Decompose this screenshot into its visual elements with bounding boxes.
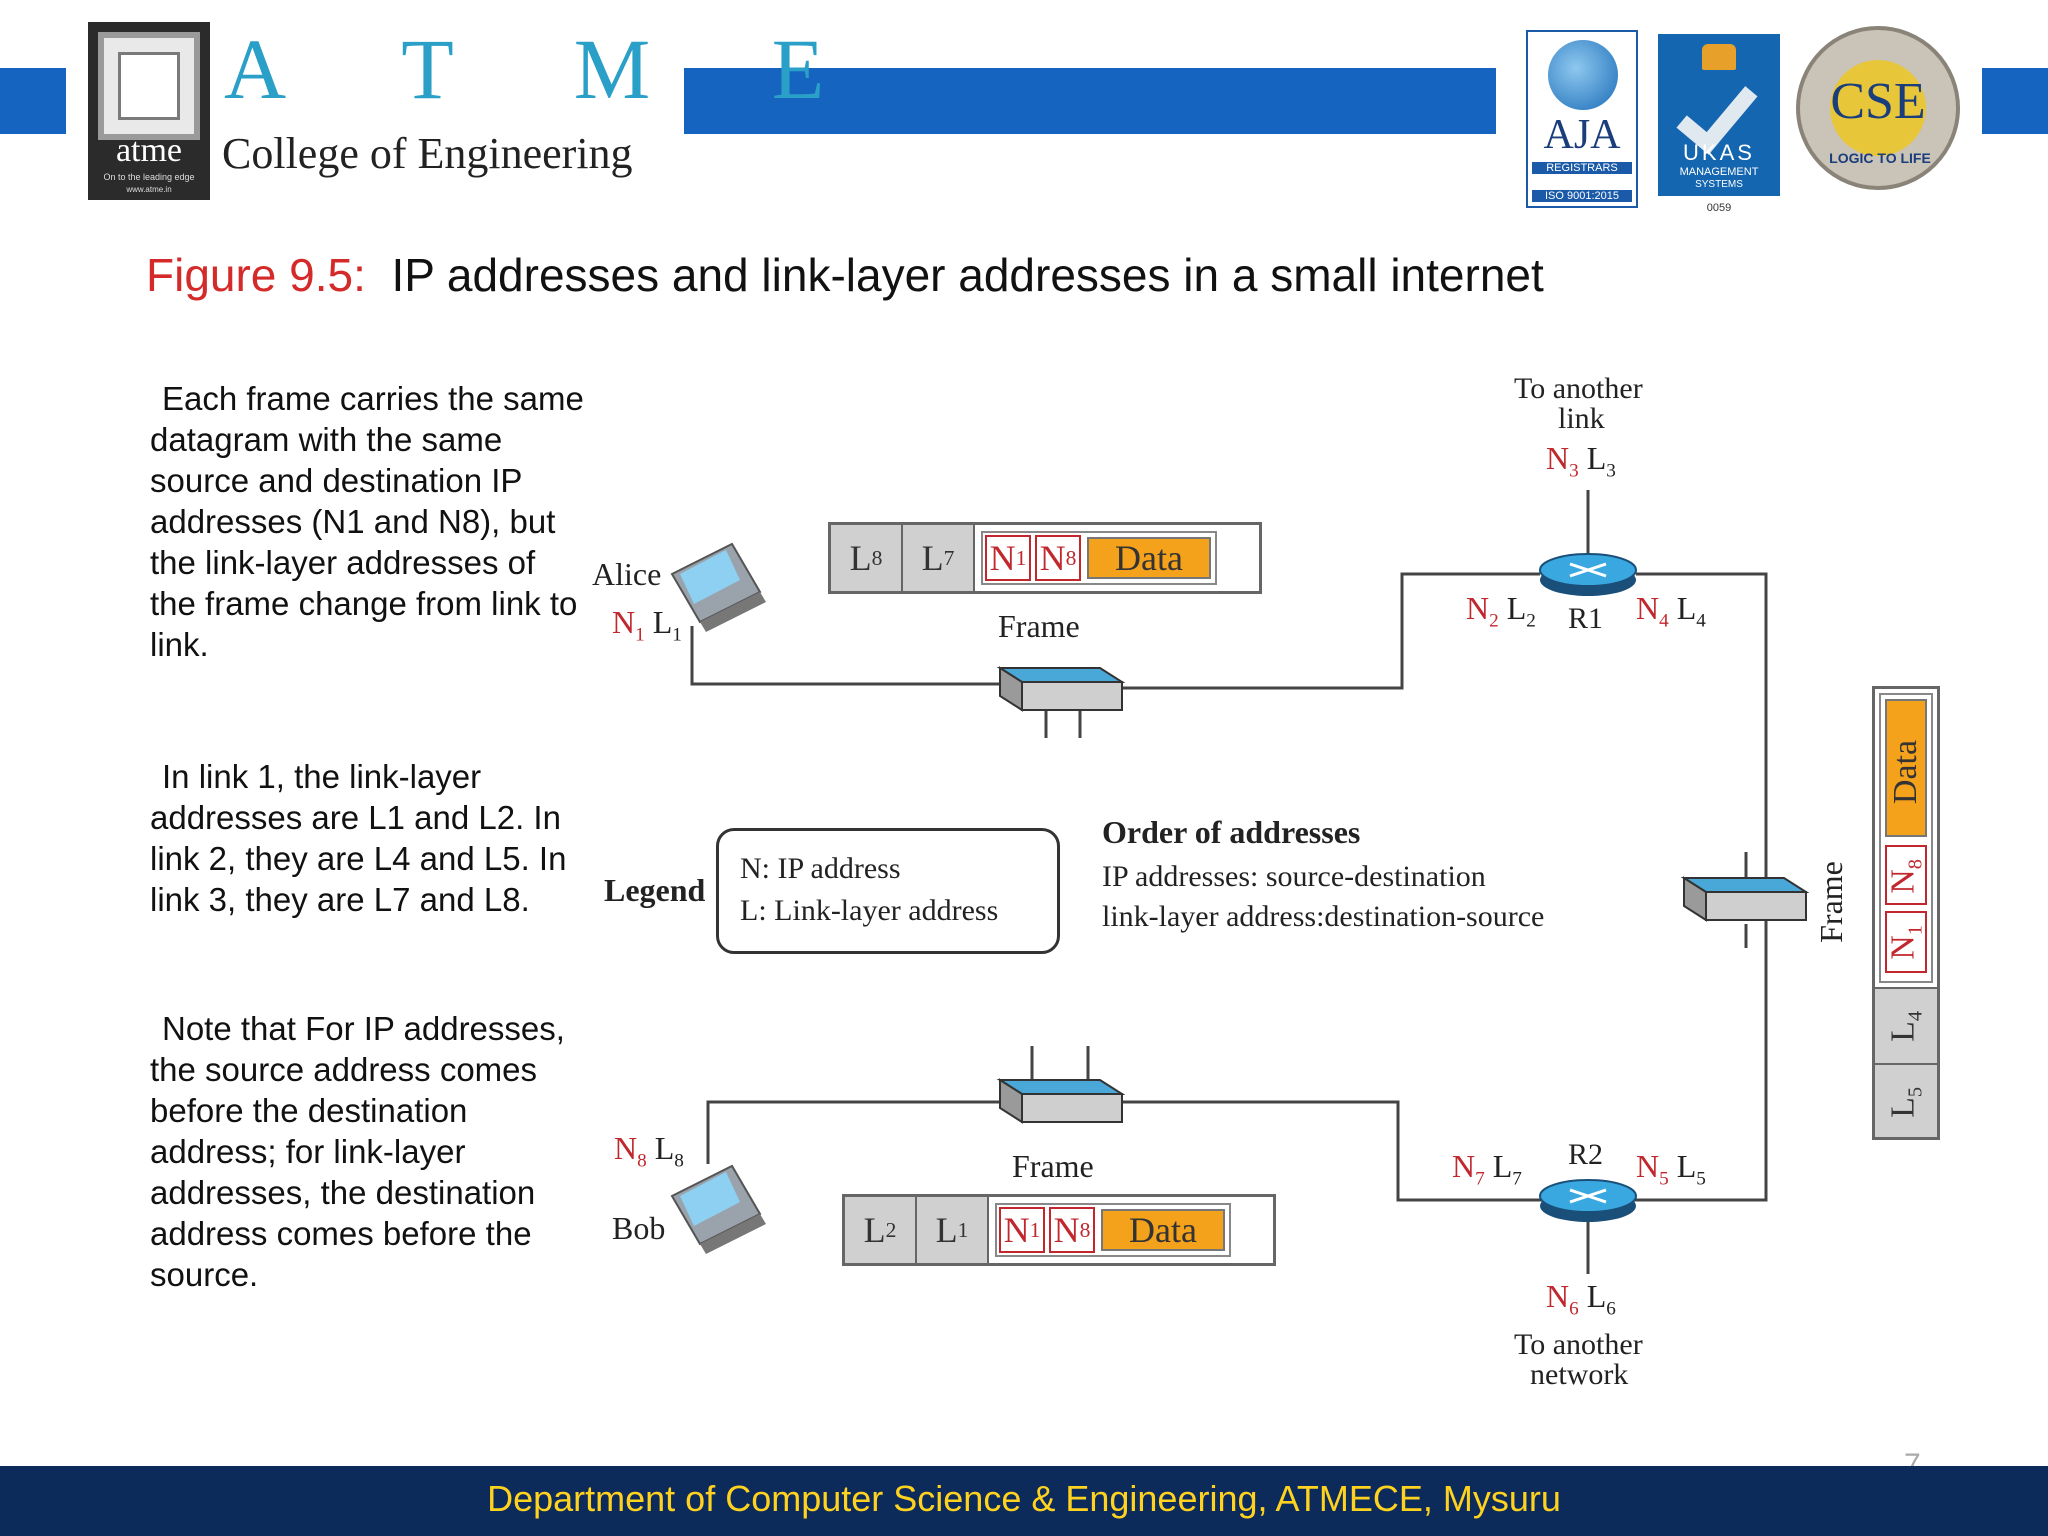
r1-right-address: N4 L4 — [1636, 590, 1706, 632]
switch-1 — [996, 666, 1126, 712]
frame2-src-ip-label: N1 — [1884, 925, 1927, 960]
ukas-logo: UKAS MANAGEMENT SYSTEMS — [1658, 34, 1780, 196]
frame3-data: Data — [1101, 1209, 1225, 1251]
legend-link: L: Link-layer address — [740, 894, 999, 927]
frame2-src-link-addr — [1875, 1063, 1937, 1137]
paragraph-frames: Each frame carries the same datagram wit… — [150, 380, 584, 663]
network-wires — [670, 490, 1810, 1274]
figure-caption: IP addresses and link-layer addresses in… — [391, 249, 1544, 301]
bob-address: N8 L8 — [614, 1130, 684, 1172]
footer-bar — [0, 1466, 2048, 1536]
paragraph-links: In link 1, the link-layer addresses are … — [150, 758, 567, 918]
legend-box — [716, 828, 1060, 954]
link1-wire — [690, 626, 1000, 686]
college-name: College of Engineering — [222, 129, 633, 178]
switch3-to-bob-wire — [706, 1100, 1000, 1164]
aja-line2: ISO 9001:2015 — [1532, 190, 1632, 202]
to-another-network-line2: network — [1530, 1358, 1629, 1391]
aja-name: AJA — [1543, 112, 1621, 158]
to-another-link-line2: link — [1558, 402, 1605, 435]
r2-left-address: N7 L7 — [1452, 1148, 1522, 1190]
frame2-datagram: Data N8 N1 — [1879, 693, 1933, 983]
figure-number: Figure 9.5: — [146, 249, 366, 301]
r2-to-switch3-wire — [1120, 1100, 1546, 1202]
aja-line1: REGISTRARS — [1532, 162, 1632, 174]
r1-label: R1 — [1568, 602, 1604, 635]
r2-label: R2 — [1568, 1138, 1604, 1171]
atme-logo-tagline: On to the leading edge — [103, 172, 195, 182]
alice-label: Alice — [592, 556, 662, 592]
to-another-network-line1: To another — [1514, 1328, 1643, 1361]
frame2-dest-link-addr — [1875, 987, 1937, 1063]
frame2-src-link-label: L5 — [1884, 1086, 1927, 1118]
frame2-dst-ip — [1885, 845, 1927, 905]
frame2-label: Frame — [1812, 861, 1849, 943]
alice-address: N1 L1 — [612, 604, 682, 646]
cse-name: CSE — [1830, 73, 1926, 130]
globe-icon — [1548, 40, 1618, 110]
legend-title: Legend — [604, 872, 706, 908]
brand-letters: A T M E — [224, 21, 875, 117]
frame2-data-box — [1885, 699, 1927, 837]
ukas-code: 0059 — [1706, 202, 1732, 214]
legend-ip: N: IP address — [740, 852, 901, 885]
r2-downlink-address: N6 L6 — [1546, 1278, 1616, 1320]
frame3-label: Frame — [1012, 1148, 1094, 1184]
order-ip: IP addresses: source-destination — [1102, 860, 1486, 893]
figure-title: Figure 9.5: IP addresses and link-layer … — [146, 252, 1544, 298]
router-r1 — [1539, 553, 1637, 596]
alice-laptop-icon — [670, 542, 766, 632]
cse-motto: LOGIC TO LIFE — [1829, 150, 1931, 166]
switch1-to-r1-wire — [1120, 572, 1540, 690]
atme-logo-center — [118, 52, 180, 120]
to-another-link-line1: To another — [1514, 372, 1643, 405]
header-bar-middle — [684, 68, 1496, 134]
header-bar-left — [0, 68, 66, 134]
frame2-dst-ip-label: N8 — [1884, 859, 1927, 894]
frame2-dest-link-label: L4 — [1884, 1010, 1927, 1042]
order-link: link-layer address:destination-source — [1102, 900, 1545, 933]
bob-laptop-icon — [670, 1164, 766, 1254]
aja-logo: AJA REGISTRARS ISO 9001:2015 — [1526, 30, 1638, 208]
atme-logo-url: www.atme.in — [126, 185, 172, 194]
r1-left-address: N2 L2 — [1466, 590, 1536, 632]
frame1-label: Frame — [998, 608, 1080, 644]
switch-2 — [1680, 876, 1810, 922]
footer-text: Department of Computer Science & Enginee… — [487, 1478, 1561, 1519]
header-bar-right — [1982, 68, 2048, 134]
frame1-data: Data — [1087, 537, 1211, 579]
r2-right-address: N5 L5 — [1636, 1148, 1706, 1190]
atme-logo-word: atme — [115, 132, 183, 169]
paragraph-order-note: Note that For IP addresses, the source a… — [150, 1010, 565, 1293]
cse-logo: CSE LOGIC TO LIFE — [1796, 26, 1960, 190]
switch-3 — [996, 1078, 1126, 1124]
ukas-line2: SYSTEMS — [1695, 179, 1743, 190]
ukas-line1: MANAGEMENT — [1679, 166, 1759, 178]
bob-label: Bob — [612, 1210, 666, 1246]
frame-link2: Data N8 N1 L4 L5 — [1872, 686, 1940, 1140]
ukas-name: UKAS — [1683, 140, 1755, 165]
frame2-data: Data — [1887, 739, 1924, 805]
r1-uplink-address: N3 L3 — [1546, 440, 1616, 482]
frame2-src-ip — [1885, 911, 1927, 973]
order-title: Order of addresses — [1102, 814, 1361, 850]
router-r2 — [1539, 1179, 1637, 1222]
crown-icon — [1702, 44, 1736, 70]
cse-inner-circle — [1830, 60, 1926, 156]
